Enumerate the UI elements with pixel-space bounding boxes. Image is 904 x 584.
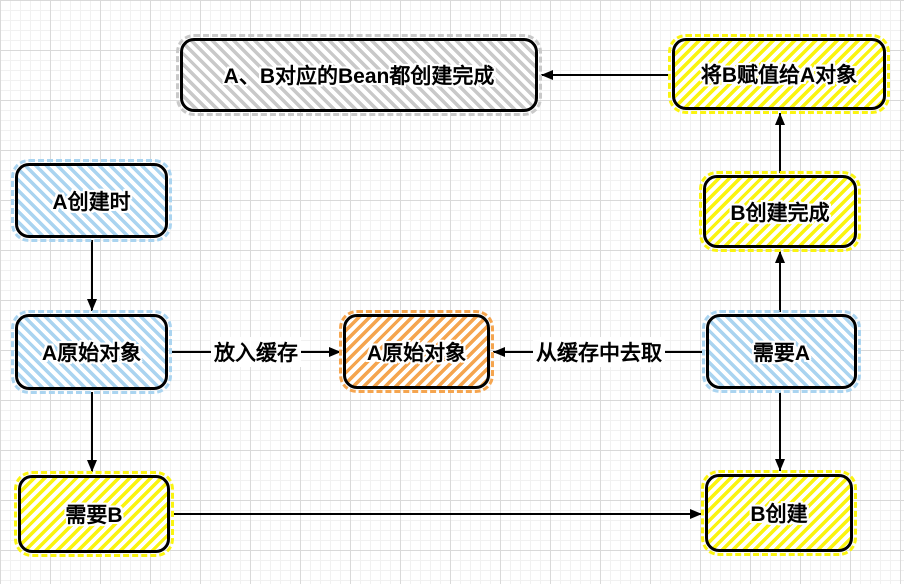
edge-label-a-raw-to-cache[interactable]: 放入缓存 bbox=[211, 337, 301, 367]
flow-node-assign-b-to-a[interactable]: 将B赋值给A对象 bbox=[668, 34, 890, 114]
flow-node-beans-done[interactable]: A、B对应的Bean都创建完成 bbox=[176, 34, 542, 116]
flow-node-a-raw-cache[interactable]: A原始对象 bbox=[339, 310, 494, 393]
flow-node-label: A、B对应的Bean都创建完成 bbox=[223, 65, 495, 88]
flow-node-label: 需要A bbox=[752, 341, 811, 365]
flow-node-b-create[interactable]: B创建 bbox=[701, 470, 857, 556]
flow-node-b-done[interactable]: B创建完成 bbox=[699, 171, 861, 252]
flow-node-a-raw[interactable]: A原始对象 bbox=[11, 310, 172, 394]
flow-node-need-b[interactable]: 需要B bbox=[14, 471, 174, 557]
flow-node-label: 需要B bbox=[65, 504, 123, 527]
flow-node-label: A原始对象 bbox=[41, 342, 142, 365]
flow-node-label: B创建 bbox=[750, 503, 808, 526]
flow-node-a-create[interactable]: A创建时 bbox=[11, 159, 172, 242]
flow-node-need-a[interactable]: 需要A bbox=[702, 310, 861, 393]
edge-label-need-a-to-cache[interactable]: 从缓存中去取 bbox=[533, 337, 665, 367]
flow-node-label: A原始对象 bbox=[366, 341, 467, 365]
flow-node-label: B创建完成 bbox=[730, 201, 830, 225]
flow-node-label: A创建时 bbox=[52, 190, 131, 214]
flow-node-label: 将B赋值给A对象 bbox=[700, 64, 858, 87]
